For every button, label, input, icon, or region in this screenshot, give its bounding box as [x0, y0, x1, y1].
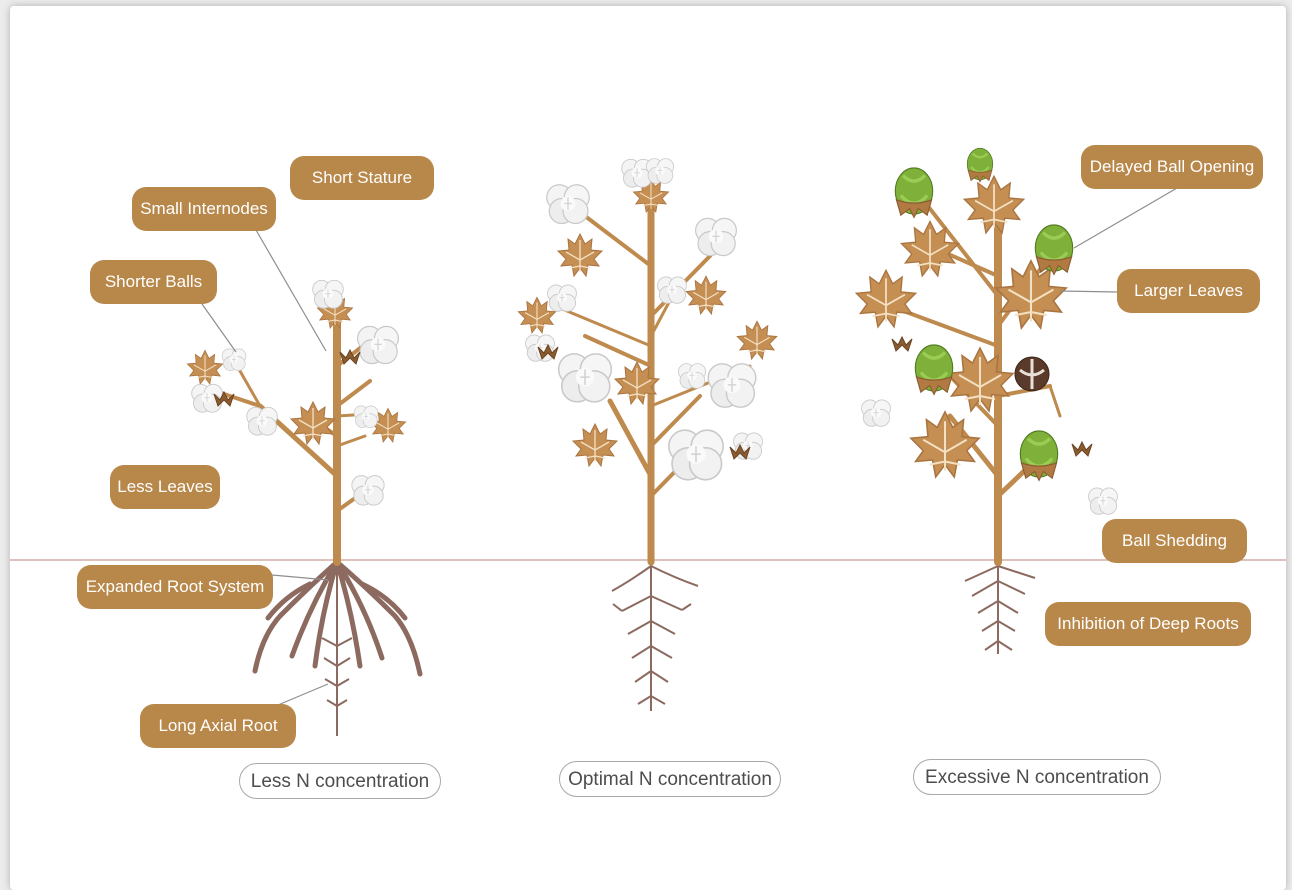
label-expanded-root-system: Expanded Root System — [77, 565, 273, 609]
label-shorter-balls: Shorter Balls — [90, 260, 217, 304]
label-small-internodes: Small Internodes — [132, 187, 276, 231]
illustration — [10, 6, 1286, 890]
diagram-card: Short Stature Small Internodes Shorter B… — [10, 6, 1286, 890]
plant-less-n — [187, 280, 420, 736]
label-less-leaves: Less Leaves — [110, 465, 220, 509]
caption-less-n: Less N concentration — [239, 763, 441, 799]
plant-optimal-n — [518, 159, 777, 711]
label-short-stature: Short Stature — [290, 156, 434, 200]
caption-optimal-n: Optimal N concentration — [559, 761, 781, 797]
label-ball-shedding: Ball Shedding — [1102, 519, 1247, 563]
label-delayed-ball-opening: Delayed Ball Opening — [1081, 145, 1263, 189]
plant-excessive-n — [856, 148, 1117, 654]
label-larger-leaves: Larger Leaves — [1117, 269, 1260, 313]
label-inhibition-of-deep-roots: Inhibition of Deep Roots — [1045, 602, 1251, 646]
diagram-scene: Short Stature Small Internodes Shorter B… — [10, 6, 1286, 890]
label-long-axial-root: Long Axial Root — [140, 704, 296, 748]
caption-excessive-n: Excessive N concentration — [913, 759, 1161, 795]
